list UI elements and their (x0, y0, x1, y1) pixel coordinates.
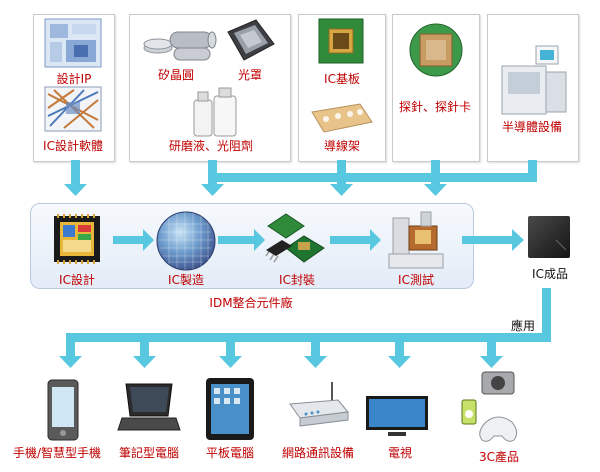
arrow-test-final-head (512, 229, 524, 251)
drop-design-head (64, 184, 87, 196)
ic-packaging-icon (265, 213, 325, 263)
app-drop-2-head (133, 356, 156, 368)
lead-frame-icon (311, 103, 373, 133)
smartphone-icon (47, 379, 79, 441)
app-drop-4-head (304, 356, 327, 368)
process-design-label: IC設計 (59, 273, 95, 287)
arrow-pack-test (330, 236, 370, 244)
semiconductor-equipment-icon (501, 45, 567, 115)
drop-materials-head (201, 184, 224, 196)
app-drop-4 (311, 333, 320, 357)
arrow-test-final (462, 236, 512, 244)
notebook-label: 筆記型電腦 (118, 446, 179, 460)
consumer-electronics-icon (461, 371, 518, 442)
lead-frame-label: 導線架 (323, 139, 360, 153)
wafer-label: 矽晶圓 (157, 68, 194, 82)
app-drop-6 (487, 333, 496, 357)
app-drop-3-head (219, 356, 242, 368)
ic-substrate-icon (318, 18, 364, 64)
tablet-icon (206, 378, 254, 440)
process-manufacturing-label: IC製造 (168, 273, 204, 287)
app-drop-1-head (59, 356, 82, 368)
finished-ic-label: IC成品 (532, 267, 568, 281)
notebook-icon (117, 383, 181, 431)
ic-design-icon (54, 214, 100, 264)
tablet-label: 平板電腦 (205, 446, 254, 460)
process-testing-label: IC測試 (398, 273, 434, 287)
drop-materials (208, 160, 217, 184)
drop-probe (431, 160, 440, 184)
app-drop-1 (66, 333, 75, 357)
design-software-label: IC設計軟體 (43, 139, 103, 153)
network-label: 網路通訊設備 (281, 446, 354, 460)
app-drop-5 (395, 333, 404, 357)
design-software-icon (44, 86, 102, 132)
substrate-label: IC基板 (324, 72, 360, 86)
photomask-icon (227, 19, 275, 61)
idm-label: IDM整合元件廠 (209, 296, 293, 310)
drop-design (71, 160, 80, 184)
drop-equip (528, 160, 537, 178)
equipment-label: 半導體設備 (501, 120, 562, 134)
app-drop-3 (226, 333, 235, 357)
drop-substrate-head (330, 184, 353, 196)
application-bus (66, 333, 551, 342)
phone-label: 手機/智慧型手機 (12, 446, 102, 460)
arrow-design-mfg-head (143, 229, 154, 251)
application-label: 應用 (510, 319, 535, 333)
finished-ic-chip-icon (528, 216, 570, 258)
silicon-wafer-icon (143, 31, 217, 61)
app-drop-5-head (388, 356, 411, 368)
television-icon (366, 396, 428, 436)
arrow-pack-test-head (370, 229, 381, 251)
probe-card-icon (409, 23, 463, 77)
consumer-3c-label: 3C產品 (478, 450, 519, 464)
ic-manufacturing-wafer-icon (156, 211, 216, 271)
slurry-photoresist-icon (193, 87, 237, 137)
probe-box (392, 14, 480, 162)
arrow-mfg-pack-head (254, 229, 265, 251)
arrow-mfg-pack (218, 236, 254, 244)
arrow-design-mfg (113, 236, 143, 244)
ic-testing-icon (388, 211, 444, 269)
process-packaging-label: IC封裝 (279, 273, 315, 287)
design-ip-icon (44, 18, 102, 68)
drop-substrate (337, 160, 346, 184)
output-drop (542, 288, 551, 337)
supply-bus (208, 173, 537, 182)
design-ip-label: 設計IP (56, 72, 92, 86)
drop-probe-head (424, 184, 447, 196)
app-drop-6-head (480, 356, 503, 368)
app-drop-2 (140, 333, 149, 357)
photomask-label: 光罩 (237, 68, 262, 82)
tv-label: 電視 (387, 446, 412, 460)
probe-label: 探針、探針卡 (398, 100, 471, 114)
network-router-icon (289, 382, 349, 427)
slurry-resist-label: 研磨液、光阻劑 (168, 139, 253, 153)
